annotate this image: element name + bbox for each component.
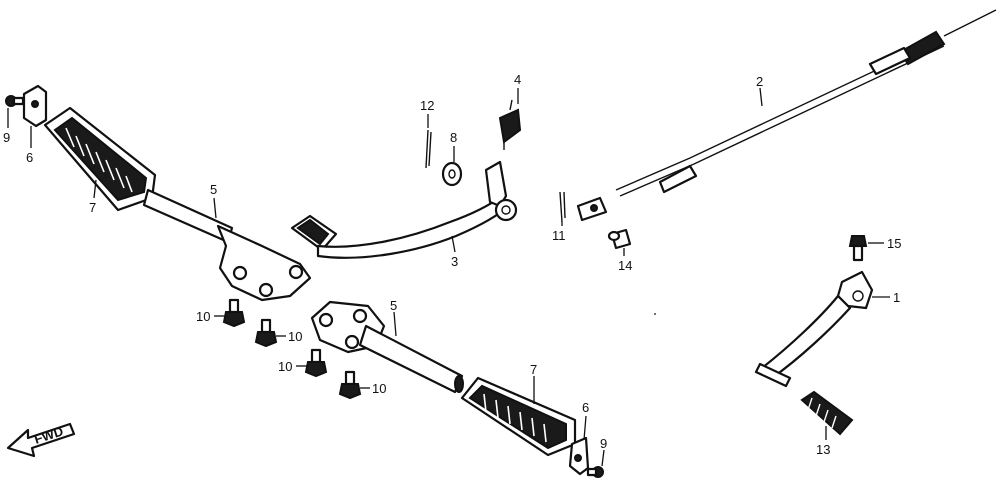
callout-12: 12 bbox=[420, 98, 434, 113]
callout-13: 13 bbox=[816, 442, 830, 457]
footpeg-rubber-left bbox=[43, 106, 157, 212]
footpeg-bracket-left bbox=[22, 84, 48, 128]
callout-7-right: 7 bbox=[530, 362, 537, 377]
callout-5-left: 5 bbox=[210, 182, 217, 197]
return-spring bbox=[498, 99, 522, 150]
callout-10-a: 10 bbox=[196, 309, 210, 324]
flange-bolt-d bbox=[338, 370, 362, 400]
stray-dot bbox=[654, 313, 656, 315]
flange-bolt-b bbox=[254, 318, 278, 348]
bolt-left bbox=[5, 95, 25, 107]
cotter-pin-pedal bbox=[425, 129, 432, 169]
footpeg-bracket-right bbox=[568, 436, 590, 476]
callout-10-d: 10 bbox=[372, 381, 386, 396]
callout-3: 3 bbox=[451, 254, 458, 269]
callout-10-b: 10 bbox=[288, 329, 302, 344]
cotter-pin-cable bbox=[559, 191, 566, 223]
callout-6-left: 6 bbox=[26, 150, 33, 165]
footpeg-bar-right bbox=[310, 300, 464, 394]
footpeg-rubber-right bbox=[460, 376, 577, 457]
callout-1: 1 bbox=[893, 290, 900, 305]
callout-5-right: 5 bbox=[390, 298, 397, 313]
bolt-right bbox=[586, 466, 604, 478]
flange-bolt-c bbox=[304, 348, 328, 378]
kick-rubber bbox=[800, 390, 854, 436]
callout-11: 11 bbox=[552, 228, 566, 243]
washer bbox=[441, 161, 463, 187]
callout-15: 15 bbox=[887, 236, 901, 251]
arm-bolt bbox=[848, 235, 868, 262]
callout-9-left: 9 bbox=[3, 130, 10, 145]
brake-cable bbox=[576, 9, 997, 222]
callout-14: 14 bbox=[618, 258, 632, 273]
callout-4: 4 bbox=[514, 72, 521, 87]
callout-8: 8 bbox=[450, 130, 457, 145]
callout-7-left: 7 bbox=[89, 200, 96, 215]
footpeg-bar-left bbox=[142, 188, 312, 302]
callout-9-right: 9 bbox=[600, 436, 607, 451]
callouts: 1 2 3 4 5 5 6 6 7 7 8 9 9 bbox=[3, 72, 901, 467]
callout-2: 2 bbox=[756, 74, 763, 89]
kick-starter-arm bbox=[754, 270, 874, 388]
callout-6-right: 6 bbox=[582, 400, 589, 415]
brake-pedal bbox=[290, 160, 518, 259]
flange-bolt-a bbox=[222, 298, 246, 328]
clevis-pin bbox=[607, 228, 632, 250]
callout-10-c: 10 bbox=[278, 359, 292, 374]
fwd-arrow: FWD bbox=[6, 422, 76, 458]
